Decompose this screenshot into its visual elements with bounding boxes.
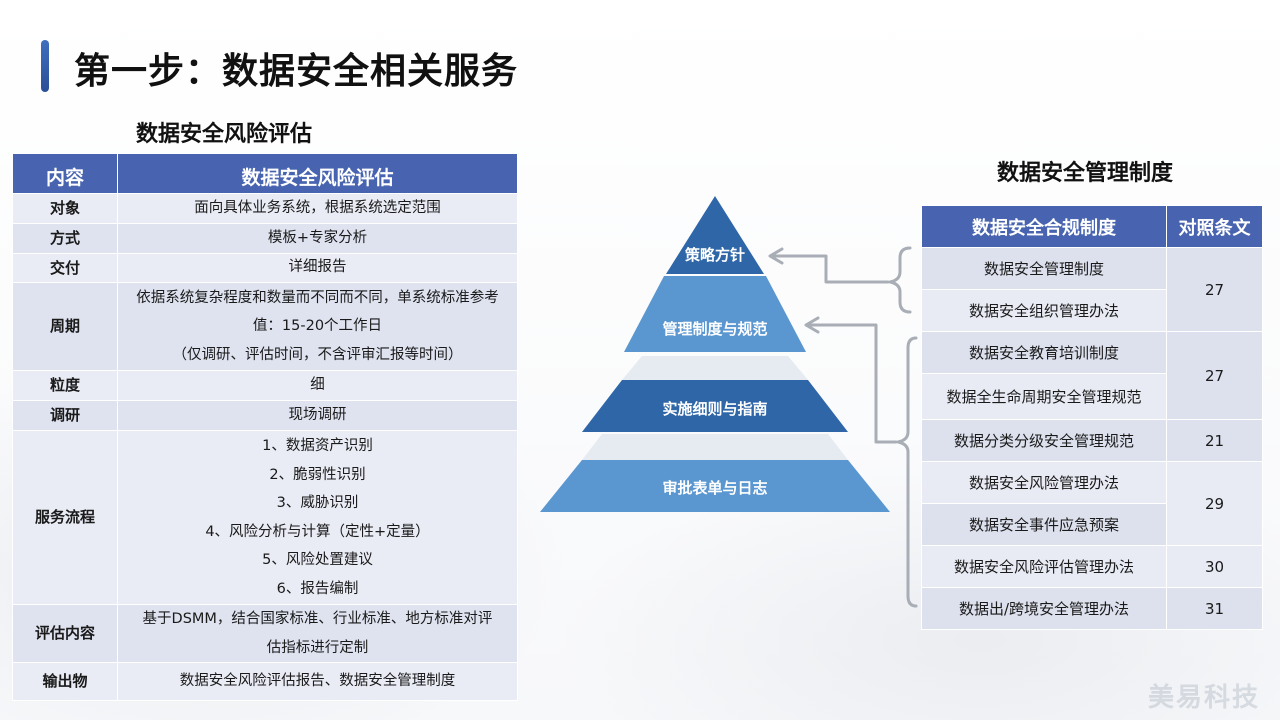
policy-ref: 31 bbox=[1166, 587, 1263, 630]
table-header-row: 数据安全合规制度 对照条文 bbox=[921, 205, 1263, 248]
table-row: 数据安全组织管理办法 bbox=[921, 289, 1263, 332]
compliance-table: 数据安全合规制度 对照条文 数据安全管理制度 27 数据安全组织管理办法 数据安… bbox=[921, 205, 1263, 630]
row-value: 面向具体业务系统，根据系统选定范围 bbox=[117, 193, 518, 224]
row-key: 对象 bbox=[12, 193, 118, 224]
table-row: 交付 详细报告 bbox=[12, 253, 518, 283]
table-row: 数据全生命周期安全管理规范 bbox=[921, 373, 1263, 420]
period-line-2: 值：15-20个工作日 bbox=[252, 318, 383, 335]
table-row: 数据出/跨境安全管理办法 31 bbox=[921, 587, 1263, 630]
pyramid-label: 实施细则与指南 bbox=[662, 400, 768, 418]
row-value: 数据安全风险评估报告、数据安全管理制度 bbox=[117, 662, 518, 701]
table-row: 粒度 细 bbox=[12, 370, 518, 401]
left-section-title: 数据安全风险评估 bbox=[136, 122, 313, 147]
arrow-line-top bbox=[770, 254, 890, 284]
row-key: 周期 bbox=[12, 282, 118, 371]
header-reference: 对照条文 bbox=[1166, 205, 1263, 248]
pyramid-shape-3 bbox=[582, 356, 848, 432]
right-section-title: 数据安全管理制度 bbox=[997, 161, 1174, 186]
arrow-line-second bbox=[806, 323, 898, 444]
policy-name: 数据全生命周期安全管理规范 bbox=[921, 373, 1167, 420]
step-item: 5、风险处置建议 bbox=[262, 552, 373, 568]
title-accent-bar bbox=[41, 40, 49, 92]
policy-name: 数据安全风险评估管理办法 bbox=[921, 545, 1167, 588]
pyramid-level-1: 策略方针 bbox=[666, 196, 764, 274]
step-item: 6、报告编制 bbox=[276, 580, 359, 597]
policy-name: 数据出/跨境安全管理办法 bbox=[921, 587, 1167, 630]
policy-name: 数据安全事件应急预案 bbox=[921, 503, 1167, 546]
row-value: 现场调研 bbox=[117, 400, 518, 431]
table-row: 周期 依据系统复杂程度和数量而不同而不同，单系统标准参考 值：15-20个工作日… bbox=[12, 282, 518, 371]
row-value: 模板+专家分析 bbox=[117, 223, 518, 254]
table-row: 调研 现场调研 bbox=[12, 400, 518, 431]
table-row: 输出物 数据安全风险评估报告、数据安全管理制度 bbox=[12, 662, 518, 701]
table-row: 数据安全教育培训制度 27 bbox=[921, 331, 1263, 420]
table-row: 数据安全风险评估管理办法 30 bbox=[921, 545, 1263, 588]
table-row: 数据安全管理制度 27 bbox=[921, 247, 1263, 332]
pyramid-label: 管理制度与规范 bbox=[662, 320, 768, 338]
table-row: 数据安全风险管理办法 29 bbox=[921, 461, 1263, 546]
policy-ref: 27 bbox=[1166, 331, 1263, 420]
row-key: 粒度 bbox=[12, 370, 118, 401]
pyramid-level-4: 审批表单与日志 bbox=[540, 434, 890, 512]
pyramid-level-3: 实施细则与指南 bbox=[582, 356, 848, 432]
table-header-row: 内容 数据安全风险评估 bbox=[12, 153, 518, 194]
header-content: 内容 bbox=[12, 153, 118, 194]
pyramid-level-2: 管理制度与规范 bbox=[624, 276, 806, 352]
risk-assessment-table: 内容 数据安全风险评估 对象 面向具体业务系统，根据系统选定范围 方式 模板+专… bbox=[12, 153, 518, 701]
pyramid-shape-4 bbox=[540, 434, 890, 512]
arrow-head-second bbox=[804, 316, 820, 334]
period-line-1: 依据系统复杂程度和数量而不同而不同，单系统标准参考 bbox=[136, 289, 499, 306]
header-assessment: 数据安全风险评估 bbox=[117, 153, 518, 194]
policy-name: 数据分类分级安全管理规范 bbox=[921, 419, 1167, 462]
row-value: 细 bbox=[117, 370, 518, 401]
row-value: 依据系统复杂程度和数量而不同而不同，单系统标准参考 值：15-20个工作日 （仅… bbox=[117, 282, 518, 371]
step-item: 3、威胁识别 bbox=[276, 495, 359, 511]
watermark-logo: 美易科技 bbox=[1147, 683, 1260, 713]
policy-name: 数据安全风险管理办法 bbox=[921, 461, 1167, 504]
policy-ref: 29 bbox=[1166, 461, 1263, 546]
row-key: 输出物 bbox=[12, 662, 118, 701]
row-value: 详细报告 bbox=[117, 253, 518, 283]
table-row: 服务流程 1、数据资产识别 2、脆弱性识别 3、威胁识别 4、风险分析与计算（定… bbox=[12, 430, 518, 605]
row-key: 调研 bbox=[12, 400, 118, 431]
lower-brace bbox=[896, 336, 918, 608]
header-compliance: 数据安全合规制度 bbox=[921, 205, 1167, 248]
step-item: 4、风险分析与计算（定性+定量） bbox=[205, 523, 430, 540]
table-row: 方式 模板+专家分析 bbox=[12, 223, 518, 254]
pyramid-label: 策略方针 bbox=[684, 246, 745, 264]
row-key: 评估内容 bbox=[12, 604, 118, 663]
table-row: 数据分类分级安全管理规范 21 bbox=[921, 419, 1263, 462]
policy-name: 数据安全教育培训制度 bbox=[921, 331, 1167, 374]
pyramid-shape-1 bbox=[666, 196, 764, 274]
arrow-head-top bbox=[768, 247, 784, 265]
content-line-2: 估指标进行定制 bbox=[266, 639, 369, 656]
row-key: 交付 bbox=[12, 253, 118, 283]
step-item: 2、脆弱性识别 bbox=[269, 466, 366, 483]
policy-name: 数据安全组织管理办法 bbox=[921, 289, 1167, 332]
row-value: 1、数据资产识别 2、脆弱性识别 3、威胁识别 4、风险分析与计算（定性+定量）… bbox=[117, 430, 518, 605]
pyramid-shape-2 bbox=[624, 276, 806, 352]
policy-name: 数据安全管理制度 bbox=[921, 247, 1167, 290]
table-row: 对象 面向具体业务系统，根据系统选定范围 bbox=[12, 193, 518, 224]
table-row: 数据安全事件应急预案 bbox=[921, 503, 1263, 546]
page-title: 第一步：数据安全相关服务 bbox=[74, 51, 519, 92]
row-key: 方式 bbox=[12, 223, 118, 254]
pyramid-label: 审批表单与日志 bbox=[662, 479, 768, 497]
content-line-1: 基于DSMM，结合国家标准、行业标准、地方标准对评 bbox=[142, 611, 493, 627]
step-item: 1、数据资产识别 bbox=[262, 438, 373, 454]
period-line-3: （仅调研、评估时间，不含评审汇报等时间） bbox=[172, 346, 463, 363]
upper-brace bbox=[888, 246, 912, 314]
policy-ref: 21 bbox=[1166, 419, 1263, 462]
